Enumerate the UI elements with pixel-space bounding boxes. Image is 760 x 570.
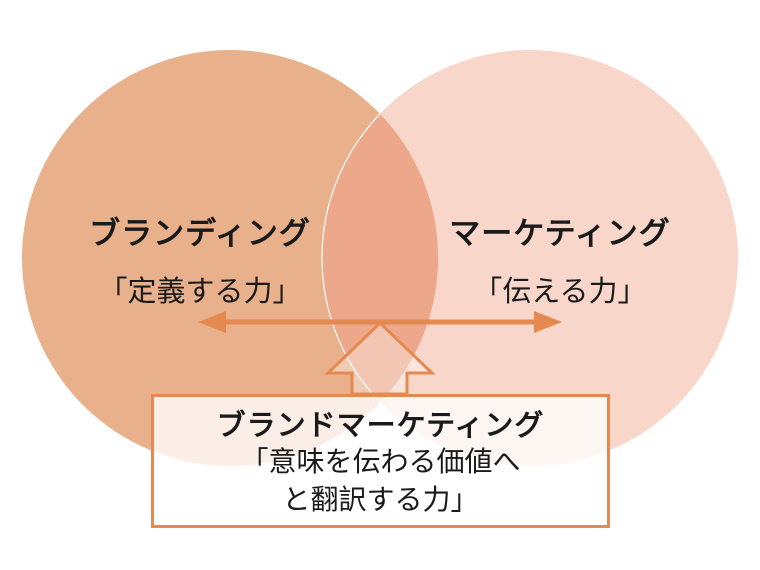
branding-circle [22, 50, 438, 466]
marketing-title: マーケティング [449, 216, 671, 252]
overlap-outline [321, 50, 438, 466]
branding-subtitle: 「定義する力」 [98, 274, 302, 308]
brand-marketing-desc-line1: 「意味を伝わる価値へ [240, 445, 521, 478]
marketing-circle [322, 50, 738, 466]
marketing-subtitle: 「伝える力」 [473, 274, 647, 308]
branding-title: ブランディング [89, 216, 311, 252]
brand-marketing-title: ブランドマーケティング [216, 408, 545, 442]
brand-marketing-desc-line2: と翻訳する力」 [282, 483, 479, 516]
brand-marketing-box [151, 394, 610, 528]
